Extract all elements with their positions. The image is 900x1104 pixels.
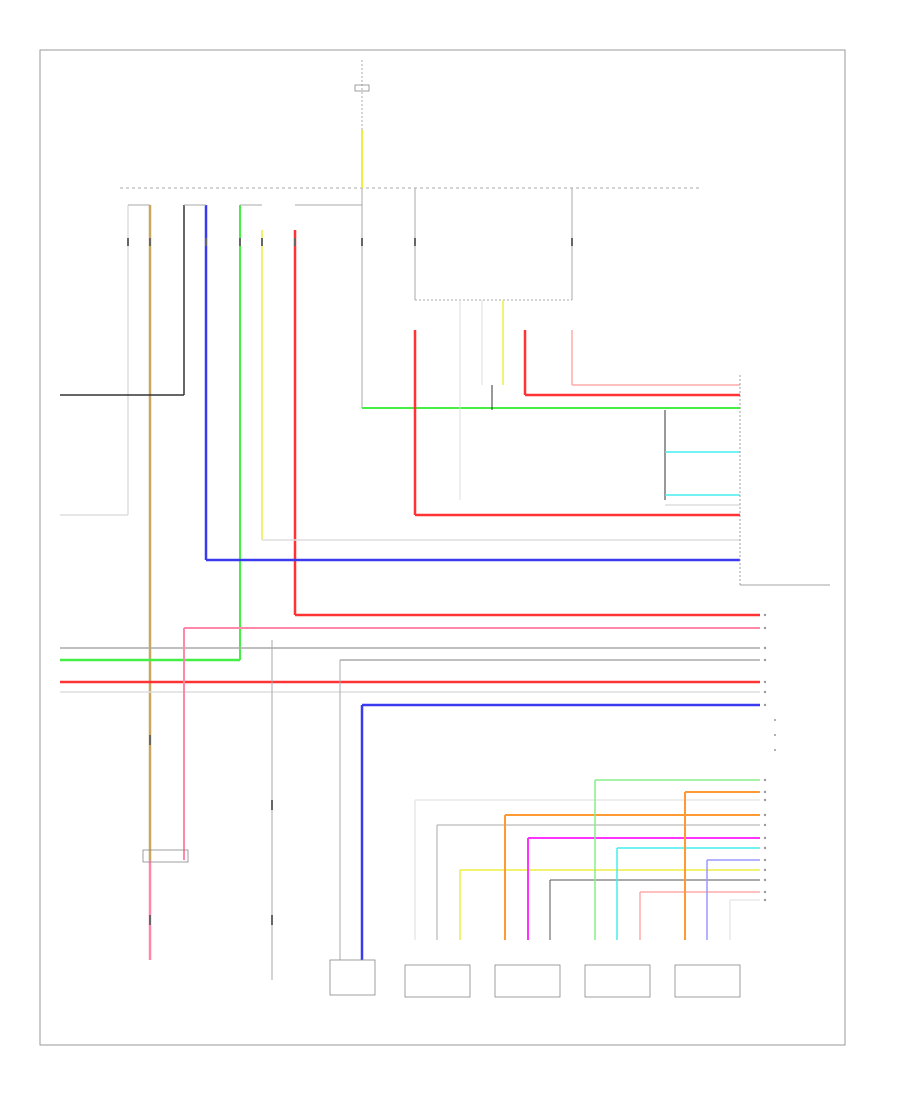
sensor-box-3: [584, 964, 651, 998]
lower-harness: [414, 779, 760, 940]
sensor-boxes: [329, 959, 741, 998]
terminal-pins: [763, 613, 776, 902]
sensor-box-2: [494, 964, 561, 998]
module-traces: [459, 300, 830, 586]
left-connectors: [127, 204, 297, 860]
sensor-box-4: [674, 964, 741, 998]
module-feeds: [60, 330, 760, 980]
connector-ticks: [127, 238, 573, 925]
top-fuse-feed: [354, 60, 370, 188]
fuse-branches: [295, 188, 573, 408]
diagram-frame: [39, 49, 846, 1046]
bottom-left-sensors: [142, 849, 189, 960]
switch-box: [329, 959, 376, 996]
sensor-box-1: [404, 964, 471, 998]
